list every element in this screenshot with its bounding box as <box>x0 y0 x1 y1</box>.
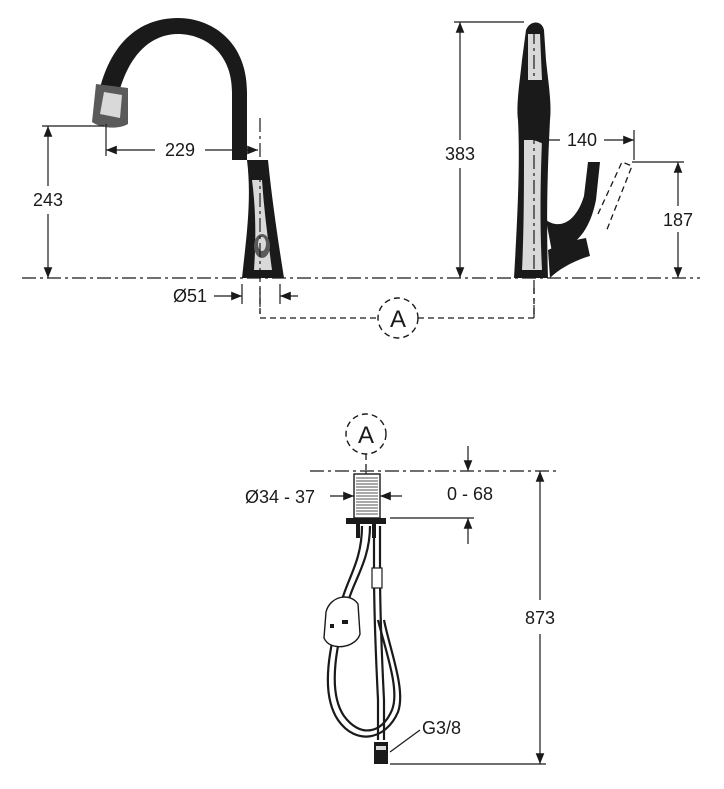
mounting-shank <box>346 473 386 538</box>
detail-a-label-top: A <box>390 306 406 333</box>
dim-total-height: 383 <box>445 144 475 164</box>
handle-swing-outline <box>597 161 633 233</box>
side-handle <box>546 162 600 252</box>
dim-handle-reach: 140 <box>567 130 597 150</box>
pullout-hose <box>326 525 402 738</box>
spout-arc <box>94 18 247 160</box>
supply-hose <box>372 526 380 740</box>
detail-a-callout-top <box>377 297 419 339</box>
detail-a-label-bottom: A <box>358 422 374 449</box>
dim-deck-thickness: 0 - 68 <box>447 484 493 504</box>
dim-spout-reach: 229 <box>165 140 195 160</box>
sensor-box <box>323 596 361 648</box>
front-view <box>92 18 284 278</box>
dim-spout-height: 243 <box>33 190 63 210</box>
dim-handle-height: 187 <box>663 210 693 230</box>
dim-connection-thread: G3/8 <box>422 718 461 738</box>
dim-hose-length: 873 <box>525 608 555 628</box>
side-view <box>514 22 633 278</box>
detail-a-connector <box>259 288 378 319</box>
dim-hole-diameter: Ø34 - 37 <box>245 487 315 507</box>
dim-base-diameter: Ø51 <box>173 286 207 306</box>
